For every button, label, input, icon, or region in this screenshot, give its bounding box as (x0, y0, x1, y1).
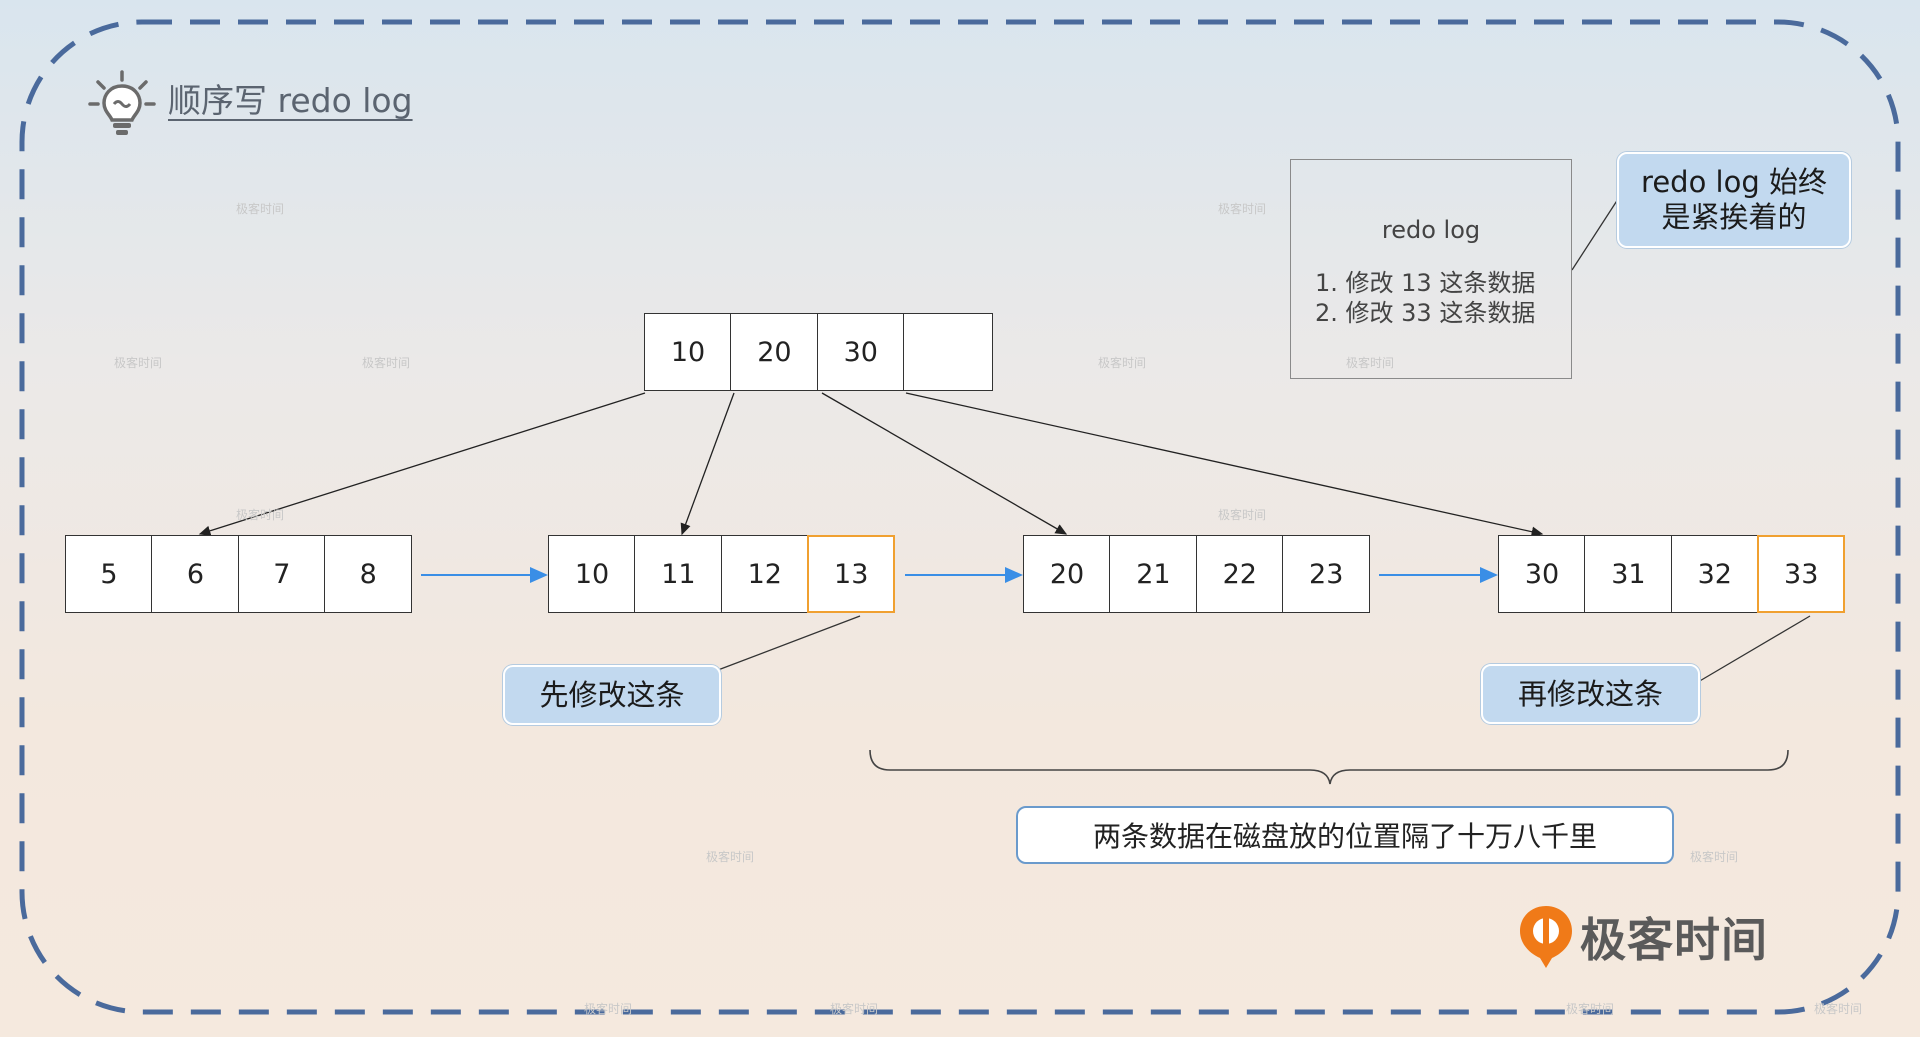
redo-log-heading: redo log (1381, 216, 1481, 244)
pointer-root-to-leaf-1 (198, 392, 646, 536)
callout-first-modify: 先修改这条 (503, 665, 721, 725)
brand-name: 极客时间 (1580, 913, 1768, 967)
watermark: 极客时间 (114, 356, 163, 370)
leaf-key: 31 (1584, 535, 1673, 613)
btree-root-node: 10 20 30 (644, 313, 994, 391)
leaf-key: 10 (548, 535, 636, 613)
redo-log-entries: 1. 修改 13 这条数据 2. 修改 33 这条数据 (1315, 268, 1535, 328)
watermark: 极客时间 (830, 1002, 879, 1016)
distance-brace (869, 749, 1789, 785)
lightbulb-icon (88, 70, 156, 135)
leaf-key: 7 (237, 535, 326, 613)
callout-redo-line: 是紧挨着的 (1661, 200, 1807, 234)
root-key: 30 (816, 313, 905, 391)
pointer-root-to-leaf-2 (680, 392, 735, 536)
leader-first-modify (717, 615, 861, 671)
watermark: 极客时间 (236, 202, 285, 216)
callout-redo-line: redo log 始终 (1641, 165, 1827, 200)
distance-label: 两条数据在磁盘放的位置隔了十万八千里 (1016, 806, 1674, 864)
watermark: 极客时间 (1346, 356, 1395, 370)
dashed-frame (19, 19, 1901, 1015)
btree-leaf-node-4: 30 31 32 33 (1498, 535, 1846, 613)
pointer-root-to-leaf-3 (821, 392, 1068, 535)
geektime-logo-icon (1520, 906, 1572, 968)
redo-log-entry: 2. 修改 33 这条数据 (1315, 299, 1536, 327)
leaf-key: 23 (1282, 535, 1371, 613)
leaf-key: 30 (1498, 535, 1586, 613)
watermark: 极客时间 (1218, 202, 1267, 216)
leaf-key: 5 (65, 535, 153, 613)
root-key-empty (903, 313, 994, 391)
watermark: 极客时间 (1690, 850, 1739, 864)
pointer-root-to-leaf-4 (905, 392, 1544, 537)
watermark: 极客时间 (362, 356, 411, 370)
redo-log-entry: 1. 修改 13 这条数据 (1315, 269, 1536, 297)
btree-leaf-node-3: 20 21 22 23 (1023, 535, 1371, 613)
watermark: 极客时间 (236, 508, 285, 522)
leaf-key: 22 (1195, 535, 1284, 613)
leaf-key-highlighted: 13 (807, 535, 896, 613)
root-key: 10 (644, 313, 732, 391)
leaf-key: 6 (151, 535, 240, 613)
leader-redo (1571, 195, 1621, 271)
leaf-key: 21 (1109, 535, 1198, 613)
redo-log-box: redo log 1. 修改 13 这条数据 2. 修改 33 这条数据 (1290, 159, 1572, 379)
watermark: 极客时间 (1098, 356, 1147, 370)
leaf-key: 12 (720, 535, 809, 613)
page-title: 顺序写 redo log (168, 81, 413, 120)
watermark: 极客时间 (1814, 1002, 1863, 1016)
watermark: 极客时间 (1218, 508, 1267, 522)
leader-then-modify (1697, 615, 1811, 683)
root-key: 20 (730, 313, 819, 391)
leaf-key: 8 (324, 535, 413, 613)
btree-leaf-node-1: 5 6 7 8 (65, 535, 413, 613)
watermark: 极客时间 (1566, 1002, 1615, 1016)
leaf-key-highlighted: 33 (1757, 535, 1846, 613)
leaf-key: 20 (1023, 535, 1111, 613)
watermark: 极客时间 (706, 850, 755, 864)
callout-redo-contiguous: redo log 始终 是紧挨着的 (1617, 152, 1851, 248)
leaf-key: 11 (634, 535, 723, 613)
callout-then-modify: 再修改这条 (1481, 664, 1700, 724)
watermark: 极客时间 (584, 1002, 633, 1016)
brand-logo: 极客时间 (1518, 904, 1768, 970)
leaf-key: 32 (1670, 535, 1759, 613)
btree-leaf-node-2: 10 11 12 13 (548, 535, 896, 613)
